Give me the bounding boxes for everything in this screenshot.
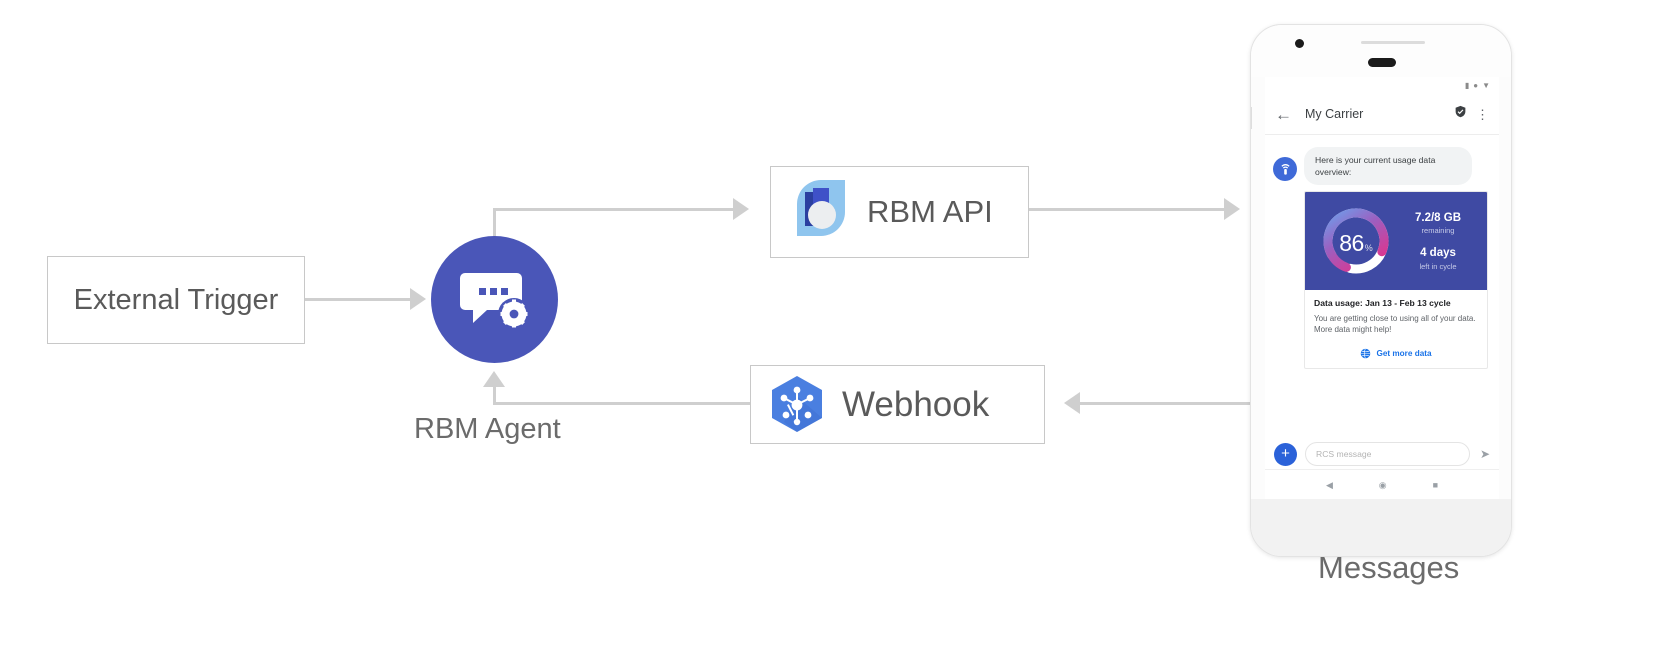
stat-days-left-value: 4 days <box>1420 247 1456 260</box>
conversation-area: Here is your current usage data overview… <box>1265 135 1499 457</box>
usage-gauge: 86 % <box>1319 204 1393 278</box>
arrow-api-to-phone <box>1224 198 1240 220</box>
arrow-webhook-to-agent <box>483 371 505 387</box>
phone-side-button[interactable] <box>1251 107 1252 129</box>
webhook-node[interactable]: Webhook <box>750 365 1045 444</box>
rcs-message-input[interactable]: RCS message <box>1305 442 1470 466</box>
connector-agent-up-from-webhook <box>493 386 496 403</box>
chat-gear-icon <box>459 272 530 330</box>
send-icon[interactable]: ➤ <box>1479 447 1490 461</box>
message-composer: + RCS message ➤ <box>1265 442 1499 466</box>
phone-bottom-bezel <box>1251 499 1511 556</box>
rbm-agent-node[interactable] <box>431 236 558 363</box>
battery-icon: ▼ <box>1482 80 1490 90</box>
rbm-api-droplet-icon <box>797 180 845 236</box>
arrow-agent-to-api <box>733 198 749 220</box>
arrow-trigger-to-agent <box>410 288 426 310</box>
connector-agent-up <box>493 208 496 250</box>
connector-agent-to-api <box>493 208 733 211</box>
connector-phone-to-webhook <box>1080 402 1255 405</box>
nav-recents-square-icon[interactable]: ■ <box>1432 480 1439 490</box>
incoming-message-row: Here is your current usage data overview… <box>1273 147 1491 186</box>
messages-caption: Messages <box>1318 550 1460 585</box>
card-title: Data usage: Jan 13 - Feb 13 cycle <box>1314 298 1451 309</box>
stat-data-remaining: 7.2/8 GB remaining <box>1397 212 1479 236</box>
connector-api-to-phone <box>1029 208 1224 211</box>
phone-camera <box>1295 39 1304 48</box>
nav-back-triangle-icon[interactable]: ◀ <box>1325 480 1333 490</box>
plus-icon[interactable]: + <box>1274 442 1297 466</box>
gauge-center-value: 86 % <box>1319 204 1393 278</box>
external-trigger-label: External Trigger <box>73 283 279 316</box>
rbm-api-node[interactable]: RBM API <box>770 166 1029 258</box>
gauge-percent: 86 <box>1339 230 1364 257</box>
verified-shield-icon <box>1454 105 1467 123</box>
connector-trigger-to-agent <box>305 298 410 301</box>
stat-data-remaining-value: 7.2/8 GB <box>1414 211 1462 224</box>
stat-data-remaining-label: remaining <box>1421 226 1455 236</box>
stat-days-left-label: left in cycle <box>1419 262 1457 272</box>
webhook-hexagon-icon <box>772 375 822 432</box>
conversation-title: My Carrier <box>1305 107 1364 121</box>
get-more-data-label: Get more data <box>1376 348 1432 358</box>
get-more-data-button[interactable]: Get more data <box>1305 340 1487 368</box>
app-bar: ← My Carrier ⋮ <box>1265 94 1499 135</box>
stat-days-left: 4 days left in cycle <box>1397 247 1479 271</box>
phone-mockup: ▮ ● ▼ ← My Carrier ⋮ <box>1250 24 1512 557</box>
phone-top-bezel <box>1251 25 1511 77</box>
rcs-message-placeholder: RCS message <box>1316 449 1372 459</box>
message-bubble: Here is your current usage data overview… <box>1304 147 1472 186</box>
external-trigger-node[interactable]: External Trigger <box>47 256 305 344</box>
card-body: Data usage: Jan 13 - Feb 13 cycle You ar… <box>1305 290 1487 339</box>
nav-home-circle-icon[interactable]: ◉ <box>1378 480 1387 490</box>
card-stats: 7.2/8 GB remaining 4 days left in cycle <box>1393 212 1487 272</box>
card-description: You are getting close to using all of yo… <box>1314 313 1476 335</box>
status-bar: ▮ ● ▼ <box>1265 77 1499 94</box>
rbm-api-label: RBM API <box>867 194 993 229</box>
phone-screen: ▮ ● ▼ ← My Carrier ⋮ <box>1265 77 1499 501</box>
arrow-phone-to-webhook <box>1064 392 1080 414</box>
overflow-menu-icon[interactable]: ⋮ <box>1476 106 1489 122</box>
phone-earpiece-line <box>1361 41 1425 44</box>
wifi-dot-icon: ● <box>1473 80 1479 90</box>
gauge-percent-sign: % <box>1364 243 1373 254</box>
rich-card[interactable]: 86 % 7.2/8 GB remaining 4 days le <box>1304 191 1488 369</box>
android-nav-bar: ◀ ◉ ■ <box>1265 469 1499 501</box>
card-media: 86 % 7.2/8 GB remaining 4 days le <box>1305 192 1487 291</box>
back-arrow-icon[interactable]: ← <box>1275 104 1292 124</box>
globe-icon <box>1361 348 1371 359</box>
signal-icon: ▮ <box>1464 80 1470 90</box>
rbm-agent-caption: RBM Agent <box>414 413 561 445</box>
connector-webhook-to-agent <box>493 402 751 405</box>
phone-speaker <box>1368 58 1396 67</box>
webhook-label: Webhook <box>842 384 990 424</box>
carrier-bot-avatar-icon <box>1273 157 1297 181</box>
